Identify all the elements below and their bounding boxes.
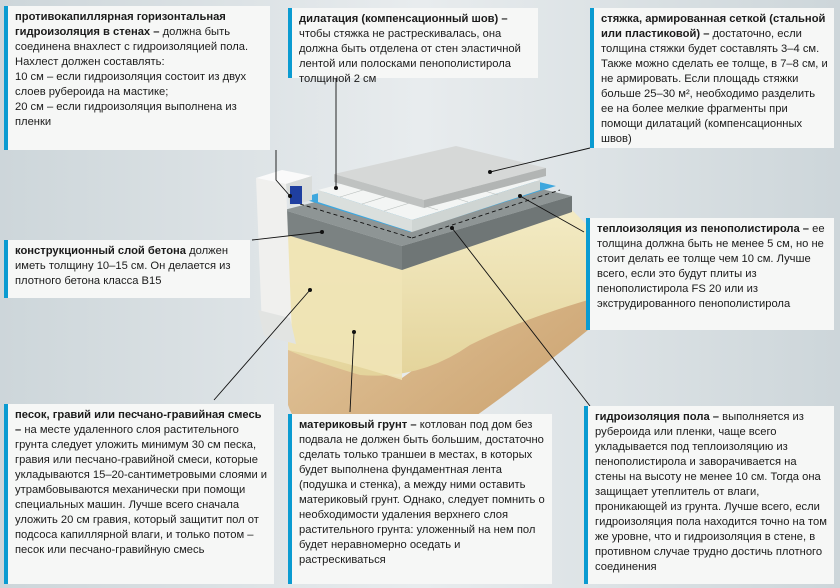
waterproofing-dash: [299, 203, 413, 239]
callout-dilatation-title: дилатация (компенсационный шов) –: [299, 13, 508, 25]
callout-screed-title: стяжка, армированная сеткой (стальной ил…: [601, 13, 826, 40]
callout-sand-text: на месте удаленного слоя растительного г…: [15, 424, 268, 556]
callout-capillary-line: должна быть соединена внахлест с гидроиз…: [15, 26, 249, 53]
callout-floor-wp-text: выполняется из рубероида или пленки, чащ…: [595, 411, 827, 573]
callout-dilatation: дилатация (компенсационный шов) – чтобы …: [288, 8, 538, 85]
waterproofing-dash-2: [411, 189, 561, 239]
callout-concrete-text: должен иметь толщину 10–15 см. Он делает…: [15, 245, 231, 287]
callout-insulation-text: ее толщина должна быть не менее 5 см, но…: [597, 223, 825, 310]
callout-concrete: конструкционный слой бетона должен иметь…: [4, 240, 250, 298]
callout-capillary-line: 20 см – если гидроизоляция выполнена из …: [15, 101, 237, 128]
callout-floor-wp-title: гидроизоляция пола –: [595, 411, 720, 423]
callout-dilatation-text: чтобы стяжка не растрескивалась, она дол…: [299, 28, 521, 85]
callout-sand-title: песок, гравий или песчано-гравийная смес…: [15, 409, 262, 436]
callout-capillary-title: противокапиллярная горизонтальная гидрои…: [15, 11, 226, 38]
insulation-front: [318, 190, 412, 232]
screed-top: [334, 146, 546, 200]
callout-insulation: теплоизоляция из пенополистирола – ее то…: [586, 218, 834, 330]
screed-front: [334, 174, 424, 208]
sand-front-face: [288, 232, 402, 380]
capillary-barrier: [290, 186, 302, 204]
callout-soil-text: котлован под дом без подвала не должен б…: [299, 419, 545, 566]
callout-soil-title: материковый грунт –: [299, 419, 417, 431]
callout-capillary-line: Нахлест должен составлять:: [15, 56, 165, 68]
insulation-side: [412, 180, 540, 232]
callout-native-soil: материковый грунт – котлован под дом без…: [288, 414, 552, 584]
callout-sand-gravel: песок, гравий или песчано-гравийная смес…: [4, 404, 274, 584]
callout-insulation-title: теплоизоляция из пенополистирола –: [597, 223, 810, 235]
callout-screed-text: достаточно, если толщина стяжки будет со…: [601, 28, 828, 145]
callout-concrete-title: конструкционный слой бетона: [15, 245, 187, 257]
callout-screed: стяжка, армированная сеткой (стальной ил…: [590, 8, 834, 148]
wall-top: [256, 170, 312, 184]
screed-side: [424, 168, 546, 208]
concrete-slab-side: [402, 196, 572, 270]
leader-lines: [213, 78, 591, 413]
wall-footing: [258, 310, 296, 344]
callout-capillary-line: 10 см – если гидроизоляция состоит из дв…: [15, 71, 247, 98]
callout-floor-waterproofing: гидроизоляция пола – выполняется из рубе…: [584, 406, 834, 584]
callout-capillary-waterproofing: противокапиллярная горизонтальная гидрои…: [4, 6, 270, 150]
concrete-slab-front: [284, 210, 402, 270]
wall-front: [256, 178, 292, 336]
